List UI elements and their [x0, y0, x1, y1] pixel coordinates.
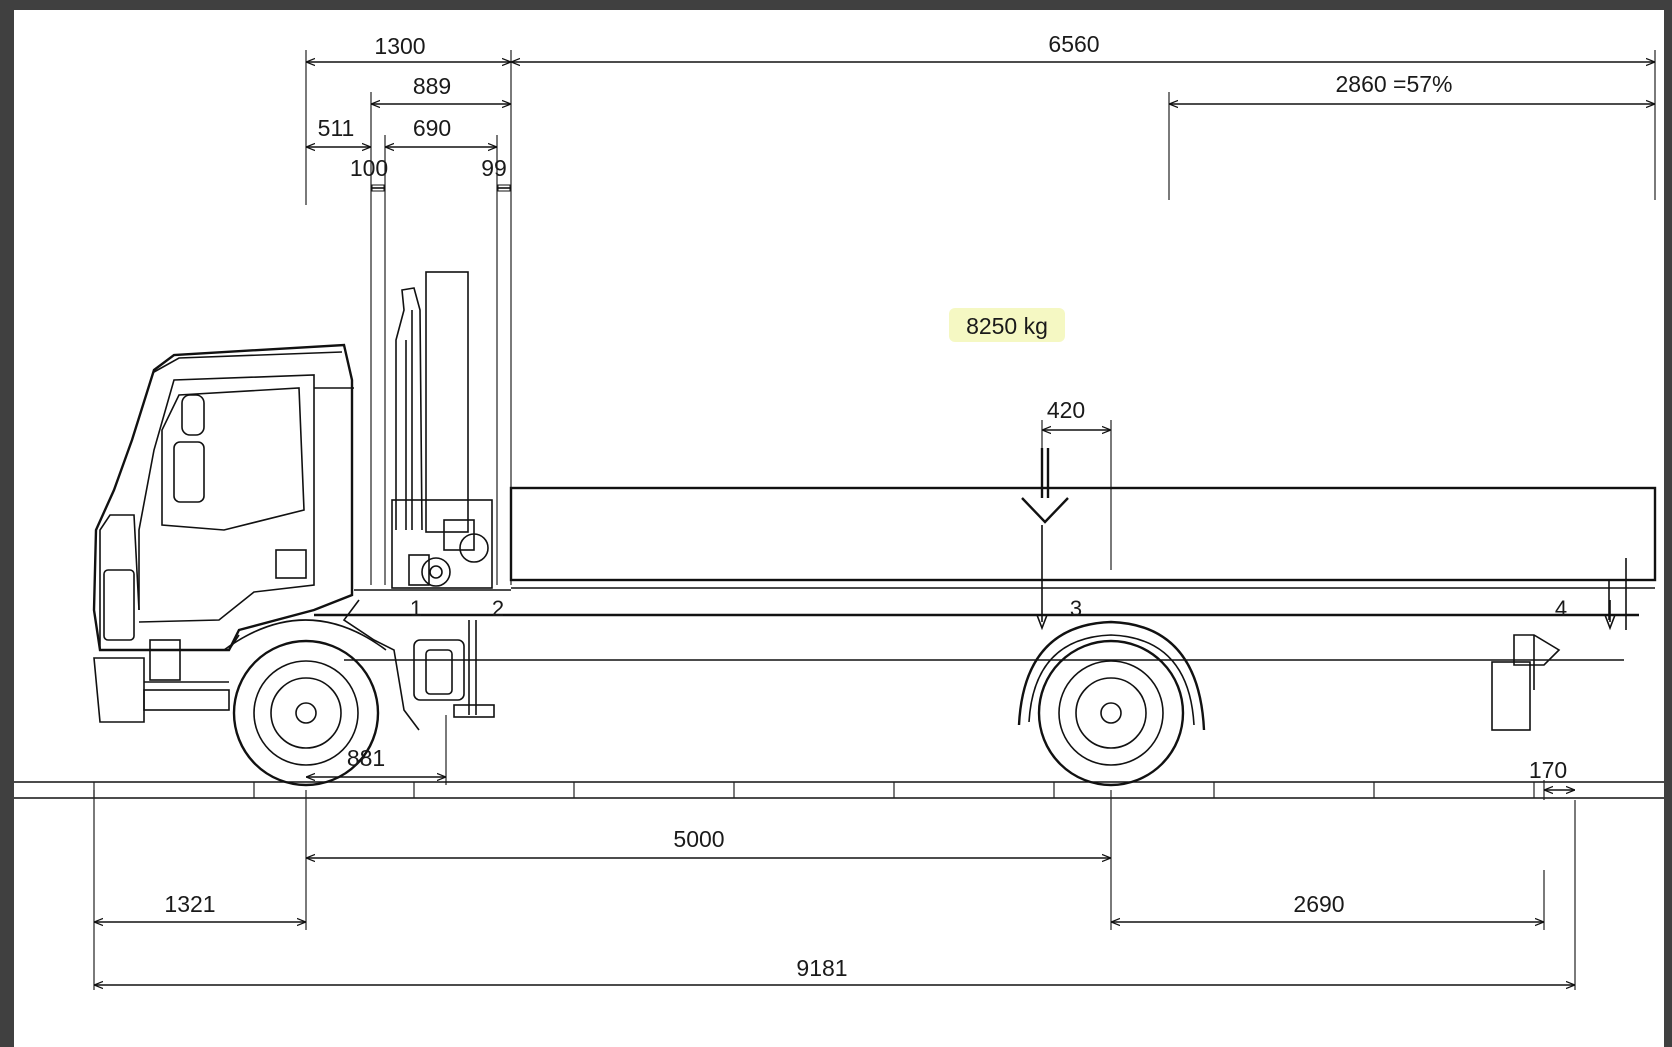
front-wheel	[223, 619, 387, 787]
dim-511: 511	[318, 115, 355, 141]
dim-2690: 2690	[1293, 891, 1344, 917]
dim-9181: 9181	[796, 955, 847, 981]
dim-5000: 5000	[673, 826, 724, 852]
point-2-label: 2	[492, 596, 504, 621]
ground-line	[14, 781, 1664, 799]
point-labels: 1 2 3 4	[410, 596, 1567, 621]
rear-wheel	[1017, 620, 1206, 787]
point-4-label: 4	[1555, 596, 1567, 621]
dim-690: 690	[413, 115, 451, 141]
dim-170: 170	[1529, 757, 1567, 783]
truck-platform	[314, 486, 1657, 661]
dim-2860: 2860 =57%	[1335, 71, 1452, 97]
dim-420: 420	[1047, 397, 1085, 423]
dim-889: 889	[413, 73, 451, 99]
dim-6560: 6560	[1048, 31, 1099, 57]
dim-1300: 1300	[374, 33, 425, 59]
crane	[342, 271, 511, 785]
rear-assembly	[1491, 634, 1561, 731]
load-label: 8250 kg	[966, 313, 1048, 339]
dim-99: 99	[481, 155, 507, 181]
dim-881: 881	[347, 745, 385, 771]
truck-cab	[92, 343, 354, 723]
bottom-dimensions: 881 170 5000 1321 2690	[93, 745, 1576, 990]
truck-dimension-drawing: 1300 6560 889 2860 =57% 511 690 100 99 8…	[14, 31, 1664, 990]
load-annotation: 8250 kg 420	[949, 308, 1112, 570]
point-1-label: 1	[410, 596, 422, 621]
top-dimensions: 1300 6560 889 2860 =57% 511 690 100 99	[305, 31, 1656, 585]
dim-1321: 1321	[164, 891, 215, 917]
drawing-sheet[interactable]: 1300 6560 889 2860 =57% 511 690 100 99 8…	[14, 10, 1664, 1047]
point-3-label: 3	[1070, 596, 1082, 621]
dim-100: 100	[350, 155, 388, 181]
